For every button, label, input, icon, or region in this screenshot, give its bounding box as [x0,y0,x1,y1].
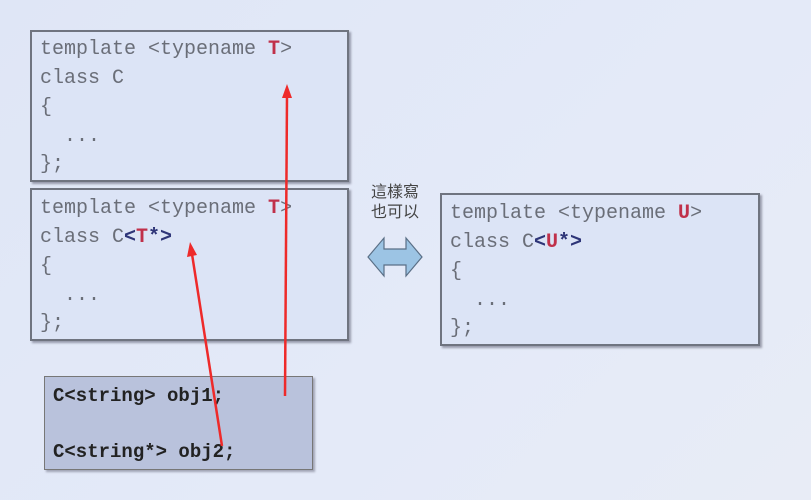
code-line: ... [40,125,101,148]
code-line: class C [40,67,125,90]
usage-line-obj1: C<string> obj1; [53,385,225,407]
code-line: ... [40,284,101,307]
red-arrow-icon [187,242,224,447]
code-line: template <typename T> [40,38,293,61]
red-arrow-icon [282,84,292,397]
note-line: 這樣寫 [370,182,419,201]
code-line: { [40,255,53,278]
equivalence-note: 這樣寫 也可以 [365,182,425,222]
code-line: }; [40,153,65,176]
code-line: class C<U*> [450,231,583,254]
code-line: }; [40,312,65,335]
code-line: class C<T*> [40,226,173,249]
usage-line-obj2: C<string*> obj2; [53,441,236,463]
code-line: { [40,96,53,119]
partial-specialization-box-u: template <typename U> class C<U*> { ... … [440,193,760,346]
partial-specialization-box-t: template <typename T> class C<T*> { ... … [30,188,349,341]
code-line: ... [450,289,511,312]
primary-template-box: template <typename T> class C { ... }; [30,30,349,182]
code-line: template <typename U> [450,202,703,225]
code-line: }; [450,317,475,340]
usage-box: C<string> obj1; C<string*> obj2; [44,376,313,470]
code-line: { [450,260,463,283]
double-arrow-icon [367,236,423,278]
note-line: 也可以 [370,202,419,221]
